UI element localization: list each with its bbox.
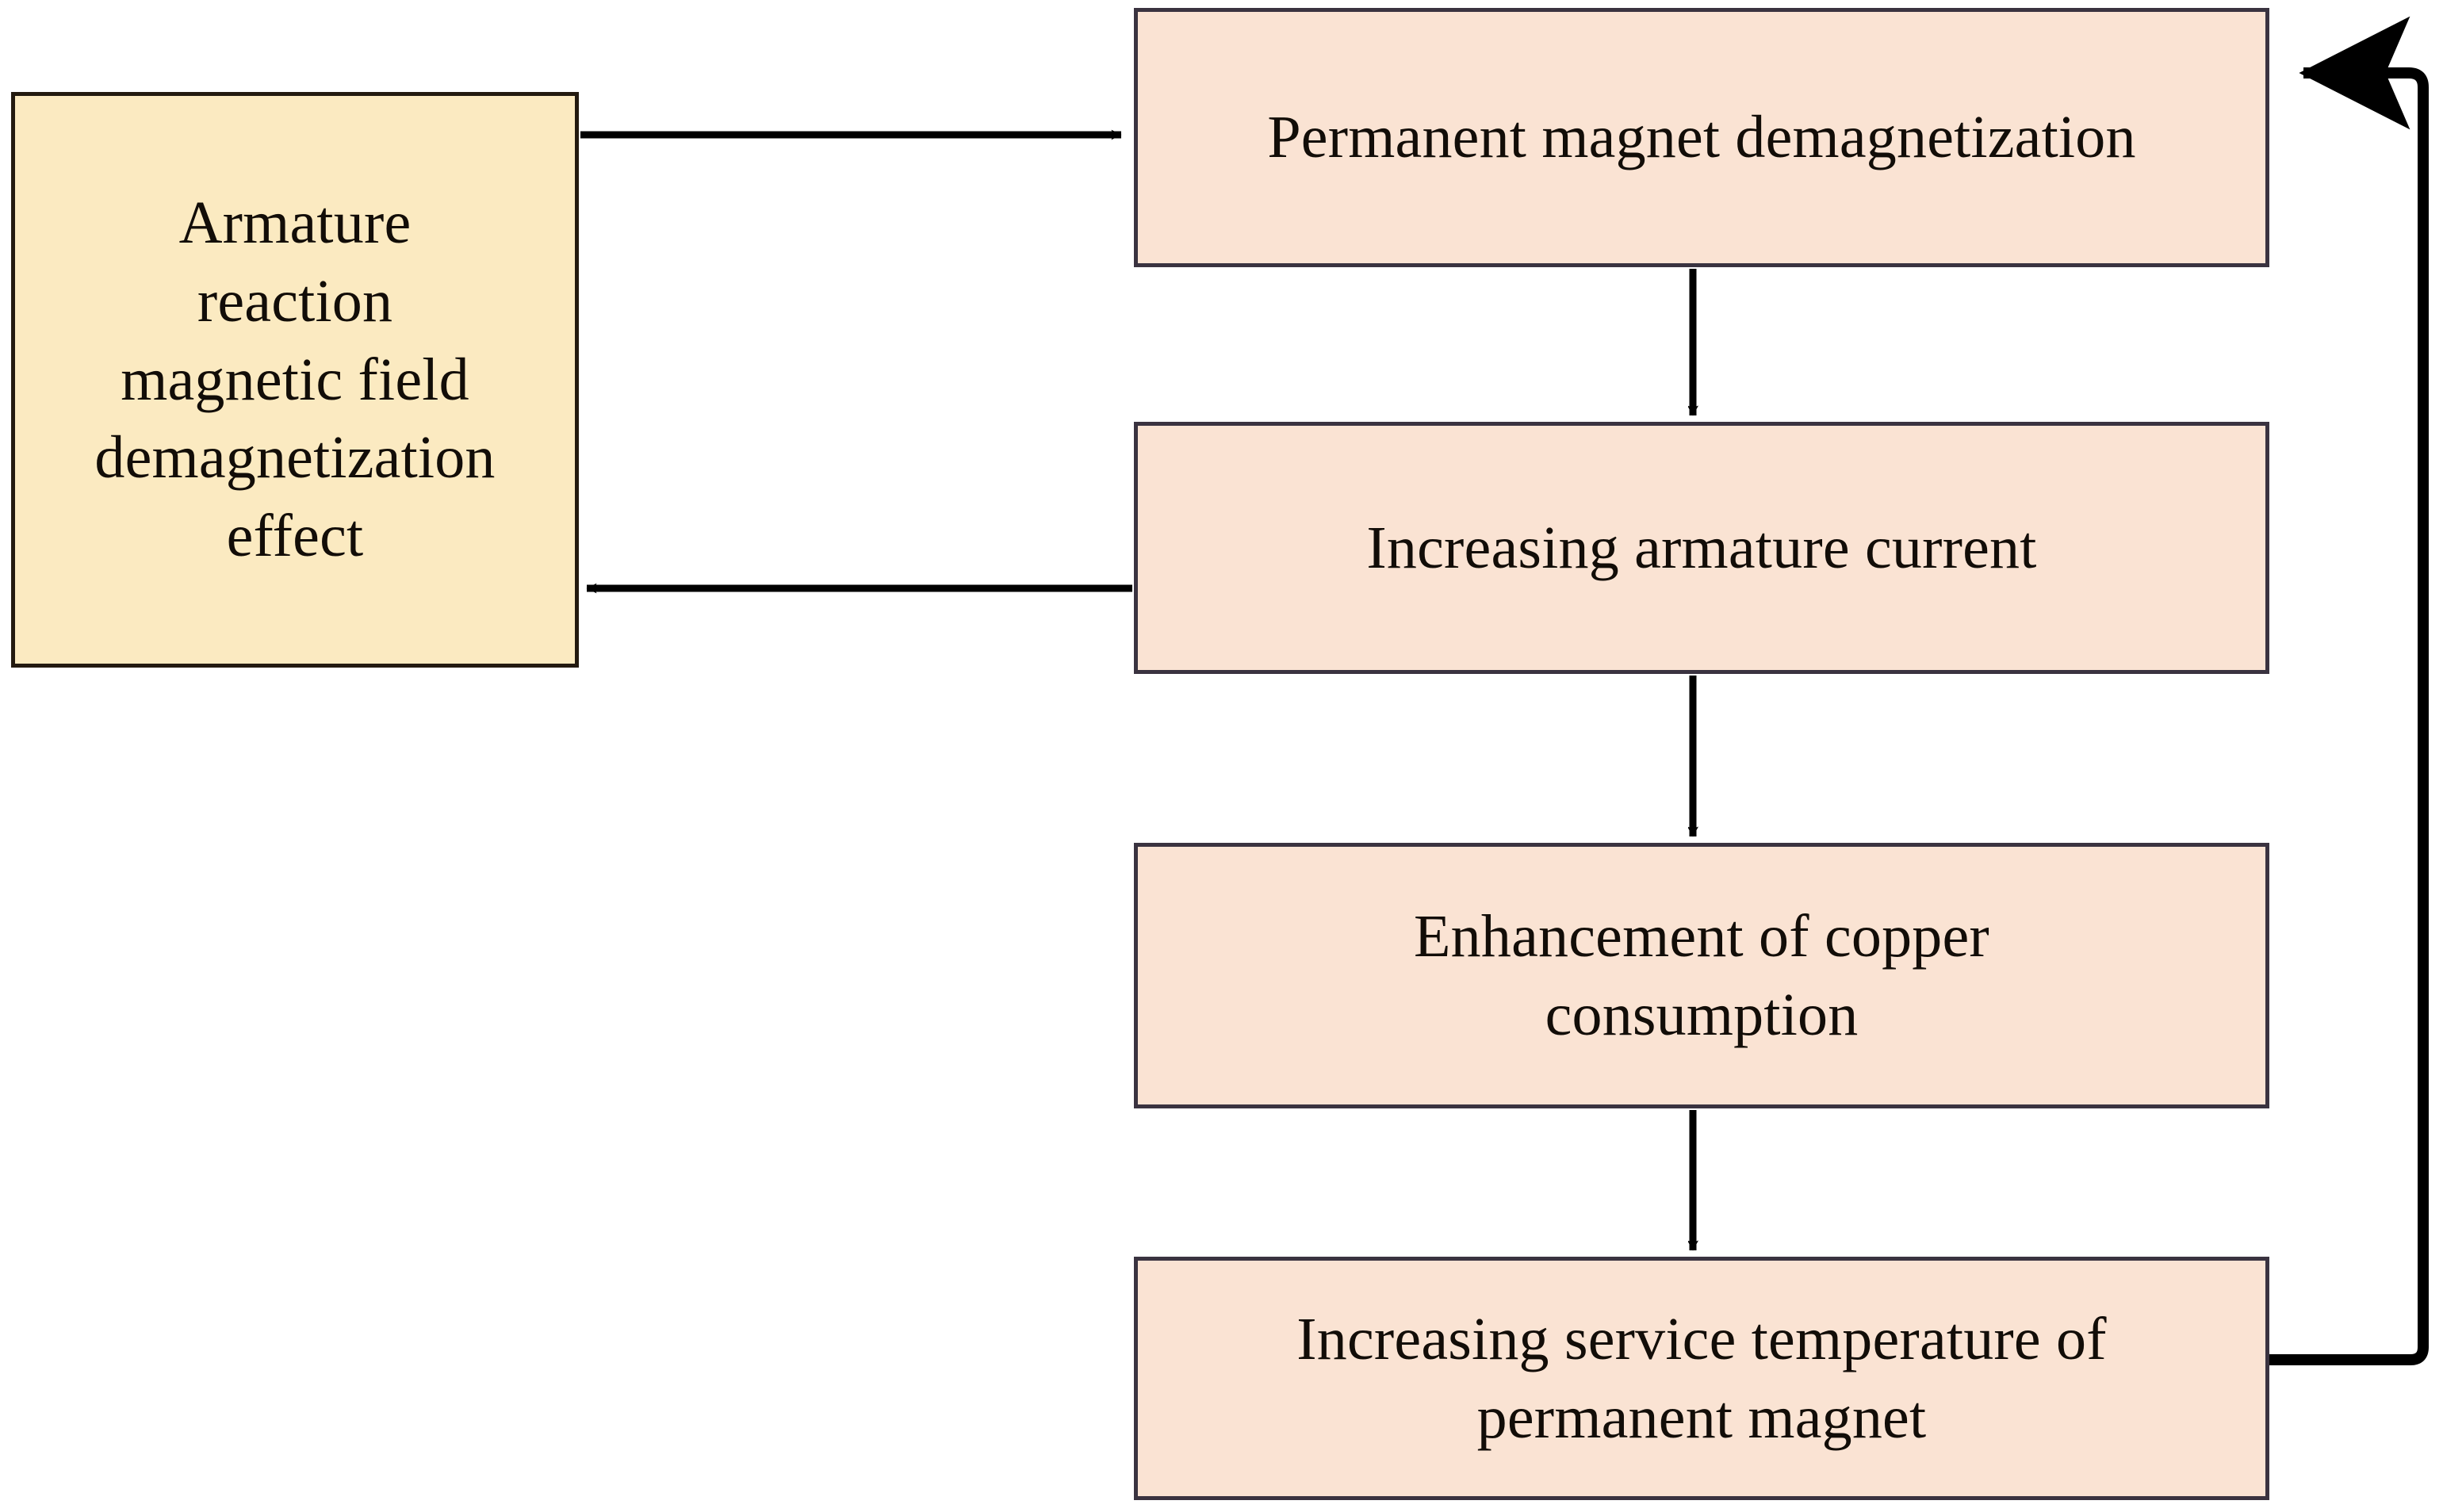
node-armature-reaction[interactable]: Armature reaction magnetic field demagne…: [11, 92, 579, 668]
node-increasing-service-temperature[interactable]: Increasing service temperature of perman…: [1134, 1257, 2269, 1500]
node-enhancement-of-copper-consumption[interactable]: Enhancement of copper consumption: [1134, 843, 2269, 1108]
node-permanent-magnet-demagnetization-label: Permanent magnet demagnetization: [1267, 104, 2136, 171]
node-increasing-armature-current[interactable]: Increasing armature current: [1134, 422, 2269, 674]
node-increasing-service-temperature-label: Increasing service temperature of perman…: [1296, 1305, 2107, 1451]
node-permanent-magnet-demagnetization[interactable]: Permanent magnet demagnetization: [1134, 8, 2269, 267]
node-increasing-armature-current-label: Increasing armature current: [1366, 514, 2037, 581]
edge-temperature-to-demag-feedback: [2269, 16, 2429, 1365]
node-armature-reaction-label: Armature reaction magnetic field demagne…: [94, 189, 496, 570]
node-enhancement-of-copper-consumption-label: Enhancement of copper consumption: [1414, 902, 1989, 1048]
